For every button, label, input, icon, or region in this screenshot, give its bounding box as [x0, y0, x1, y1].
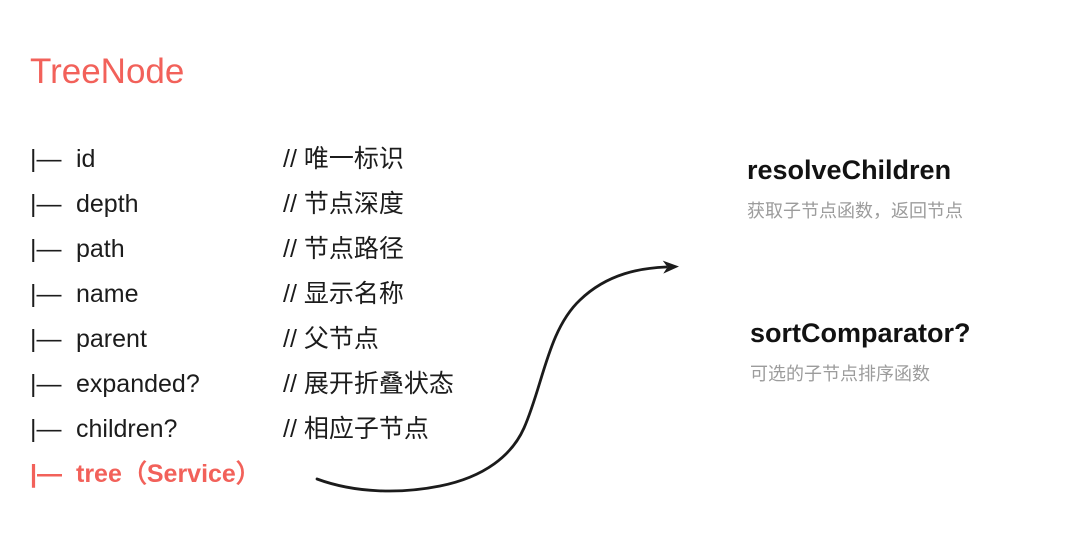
field-name: parent [76, 325, 147, 353]
field-comment [283, 452, 590, 497]
callout-sort-comparator: sortComparator? 可选的子节点排序函数 [750, 316, 971, 386]
tree-field-row: |— id // 唯一标识 [30, 137, 590, 182]
callout-description: 可选的子节点排序函数 [750, 364, 930, 384]
field-name: children? [76, 415, 178, 443]
field-name: tree（Service） [76, 460, 261, 488]
field-comment: // 节点路径 [283, 235, 404, 263]
field-name: id [76, 145, 96, 173]
field-comment: // 展开折叠状态 [283, 370, 454, 398]
field-name: depth [76, 190, 139, 218]
tree-field-row: |— expanded? // 展开折叠状态 [30, 362, 590, 407]
treenode-field-list: |— id // 唯一标识 |— depth // 节点深度 |— path /… [30, 137, 590, 497]
field-comment: // 节点深度 [283, 190, 404, 218]
branch-prefix: |— [30, 235, 62, 263]
tree-field-row-service: |— tree（Service） [30, 452, 590, 497]
branch-prefix: |— [30, 280, 62, 308]
tree-field-row: |— path // 节点路径 [30, 227, 590, 272]
callout-title: resolveChildren [747, 155, 952, 185]
tree-field-row: |— depth // 节点深度 [30, 182, 590, 227]
field-name: expanded? [76, 370, 200, 398]
branch-prefix: |— [30, 145, 62, 173]
field-comment: // 父节点 [283, 325, 379, 353]
field-name: path [76, 235, 125, 263]
branch-prefix: |— [30, 370, 62, 398]
page-title: TreeNode [30, 52, 185, 91]
tree-field-row: |— parent // 父节点 [30, 317, 590, 362]
callout-title: sortComparator? [750, 318, 971, 348]
branch-prefix: |— [30, 415, 62, 443]
tree-field-row: |— children? // 相应子节点 [30, 407, 590, 452]
branch-prefix: |— [30, 460, 62, 488]
field-name: name [76, 280, 139, 308]
callout-resolve-children: resolveChildren 获取子节点函数，返回节点 [747, 153, 963, 223]
branch-prefix: |— [30, 325, 62, 353]
branch-prefix: |— [30, 190, 62, 218]
field-comment: // 相应子节点 [283, 415, 429, 443]
field-comment: // 显示名称 [283, 280, 404, 308]
field-comment: // 唯一标识 [283, 145, 404, 173]
callout-description: 获取子节点函数，返回节点 [747, 201, 963, 221]
tree-field-row: |— name // 显示名称 [30, 272, 590, 317]
